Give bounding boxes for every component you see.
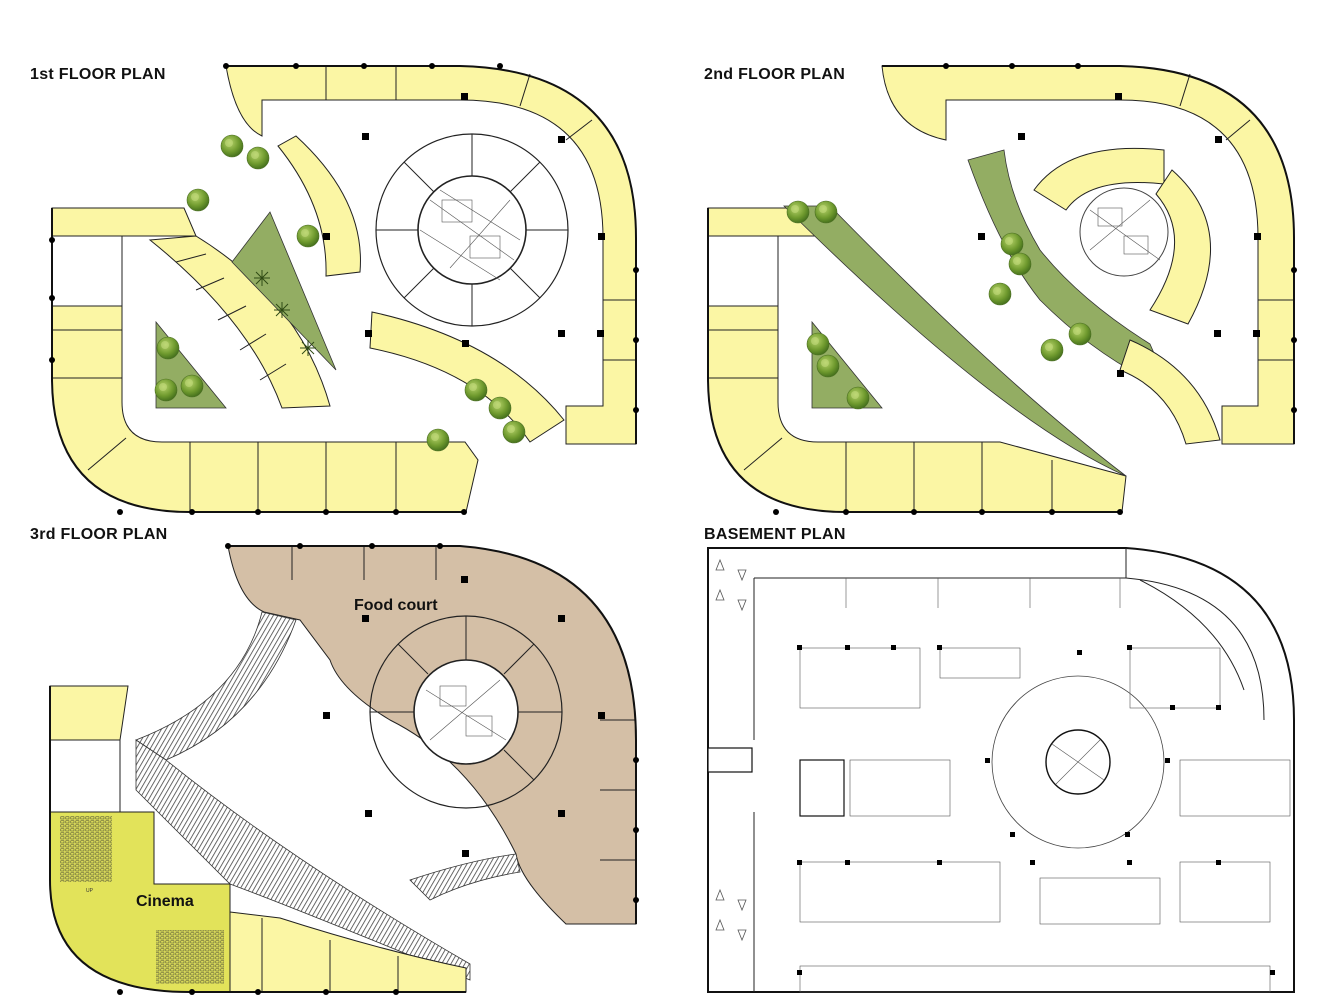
tree-icon — [220, 134, 244, 158]
floor1-title: 1st FLOOR PLAN — [30, 66, 166, 83]
cinema-label: Cinema — [136, 893, 194, 910]
floor1-inner-curve-shops — [277, 135, 361, 277]
floor3-service-core — [49, 739, 121, 813]
floor1-green-wedge — [231, 211, 337, 371]
basement-stair-core — [799, 759, 845, 817]
floor2-green-triangle — [811, 320, 883, 409]
tree-icon — [806, 332, 830, 356]
tree-icon — [786, 200, 810, 224]
floor3-title: 3rd FLOOR PLAN — [30, 526, 168, 543]
basement-ramp-curve — [1139, 579, 1245, 691]
tree-icon — [1068, 322, 1092, 346]
tree-icon — [154, 378, 178, 402]
floor1-outer-wall — [226, 65, 637, 444]
basement-lane-arrows — [715, 558, 747, 942]
tree-icon — [464, 378, 488, 402]
floor3-ramp-lower — [409, 853, 521, 901]
tree-icon — [502, 420, 526, 444]
floor1-shop-partitions — [52, 66, 636, 512]
basement-plan — [707, 547, 1295, 993]
floor3-partitions — [261, 546, 636, 992]
floor3-columns — [117, 543, 639, 995]
floor2-left-wall — [707, 208, 1122, 513]
floor2-lower-arc-shops — [1119, 339, 1221, 445]
floor1-radial-shops — [376, 134, 568, 326]
basement-parking-stalls — [799, 578, 1291, 993]
floor2-plan — [707, 63, 1297, 515]
floor2-title: 2nd FLOOR PLAN — [704, 66, 845, 83]
basement-ring — [991, 675, 1165, 849]
tree-icon — [296, 224, 320, 248]
floor3-core-grid — [425, 679, 507, 741]
floor3-ramp-diagonal — [135, 739, 471, 981]
floor2-inner-arc-shops — [1033, 147, 1165, 211]
floor3-plan: Cinema UP Food court — [49, 543, 639, 995]
floor2-core-grid — [1089, 199, 1161, 261]
tree-icon — [846, 386, 870, 410]
tree-icon — [186, 188, 210, 212]
tree-icon — [488, 396, 512, 420]
floor2-service-core — [707, 235, 779, 307]
floor2-columns — [773, 63, 1297, 515]
floor3-outer-wall — [228, 545, 637, 924]
floor2-green-sweep — [783, 205, 1127, 477]
tree-icon — [816, 354, 840, 378]
tree-icon — [814, 200, 838, 224]
tree-icon — [246, 146, 270, 170]
floor3-left-shops — [49, 685, 129, 741]
cinema-seats-bottom — [156, 930, 224, 984]
floor1-core-grid — [419, 189, 521, 281]
floor1-plan — [49, 63, 639, 515]
floor2-core-circle — [1079, 187, 1169, 277]
floor1-columns — [49, 63, 639, 515]
floor3-left-wall — [49, 686, 466, 993]
basement-inner-ring — [754, 577, 1265, 721]
palm-icon — [253, 269, 271, 287]
basement-core-grid — [1051, 739, 1105, 785]
floor1-service-core — [51, 235, 123, 307]
up-label: UP — [86, 888, 94, 894]
floor3-ramp-upper — [135, 611, 297, 761]
floor1-left-wall — [51, 208, 466, 513]
floor2-outer-wall — [882, 65, 1295, 444]
tree-icon — [1008, 252, 1032, 276]
food-court-label: Food court — [354, 597, 438, 614]
floor3-core-circle — [413, 659, 519, 765]
floor1-lower-curve-shops — [369, 311, 565, 443]
cinema-seats-left — [60, 816, 112, 882]
tree-icon — [988, 282, 1012, 306]
palm-icon — [299, 339, 317, 357]
palm-icon — [273, 301, 291, 319]
floor2-right-arc-shops — [1149, 169, 1212, 325]
tree-icon — [1040, 338, 1064, 362]
floor2-shop-partitions — [708, 73, 1294, 512]
floor3-radial-shops — [370, 616, 562, 781]
tree-icon — [180, 374, 204, 398]
floor3-lower-shops — [229, 911, 467, 993]
basement-title: BASEMENT PLAN — [704, 526, 846, 543]
tree-icon — [1000, 232, 1024, 256]
tree-icon — [156, 336, 180, 360]
tree-icon — [426, 428, 450, 452]
basement-columns — [797, 645, 1275, 975]
basement-entry-core — [707, 747, 753, 773]
basement-outer-wall — [707, 547, 1295, 993]
